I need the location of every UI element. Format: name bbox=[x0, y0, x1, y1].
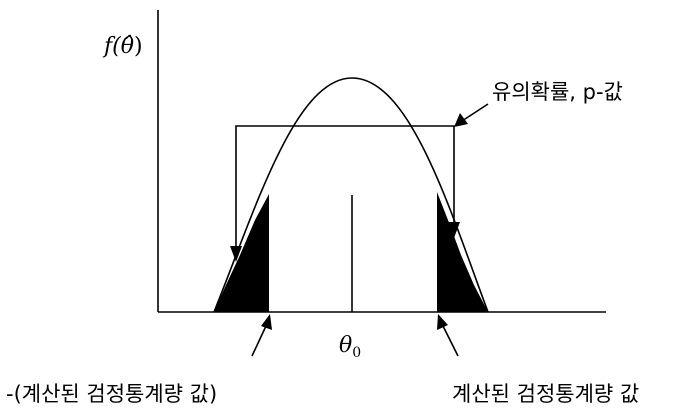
left-bracket-arrowhead bbox=[230, 246, 242, 262]
right-statistic-label: 계산된 검정통계량 값 bbox=[452, 382, 639, 406]
left-tail-region bbox=[214, 194, 269, 312]
right-statistic-arrow-line bbox=[442, 325, 459, 357]
right-statistic-arrowhead bbox=[437, 314, 448, 330]
right-bracket-arrowhead bbox=[448, 222, 460, 238]
left-statistic-arrow-line bbox=[251, 325, 267, 357]
y-axis-label-theta-hat: θ̂ bbox=[121, 34, 134, 59]
left-statistic-arrowhead bbox=[261, 314, 272, 330]
y-axis-label-f: f( bbox=[102, 34, 121, 59]
theta-zero-subscript: 0 bbox=[352, 345, 361, 361]
p-value-arrowhead bbox=[454, 113, 468, 127]
p-value-bracket bbox=[235, 125, 455, 258]
density-curve bbox=[213, 77, 489, 313]
y-axis-label-close: ) bbox=[134, 34, 143, 59]
right-tail-region bbox=[437, 192, 488, 312]
p-value-label: 유의확률, p-값 bbox=[492, 80, 623, 104]
y-axis-label: f(θ̂) bbox=[102, 34, 143, 59]
left-statistic-label: -(계산된 검정통계량 값) bbox=[6, 382, 217, 406]
theta-zero-symbol: θ bbox=[339, 333, 352, 358]
p-value-arrow-line bbox=[461, 103, 489, 122]
theta-zero-label: θ0 bbox=[339, 333, 361, 361]
